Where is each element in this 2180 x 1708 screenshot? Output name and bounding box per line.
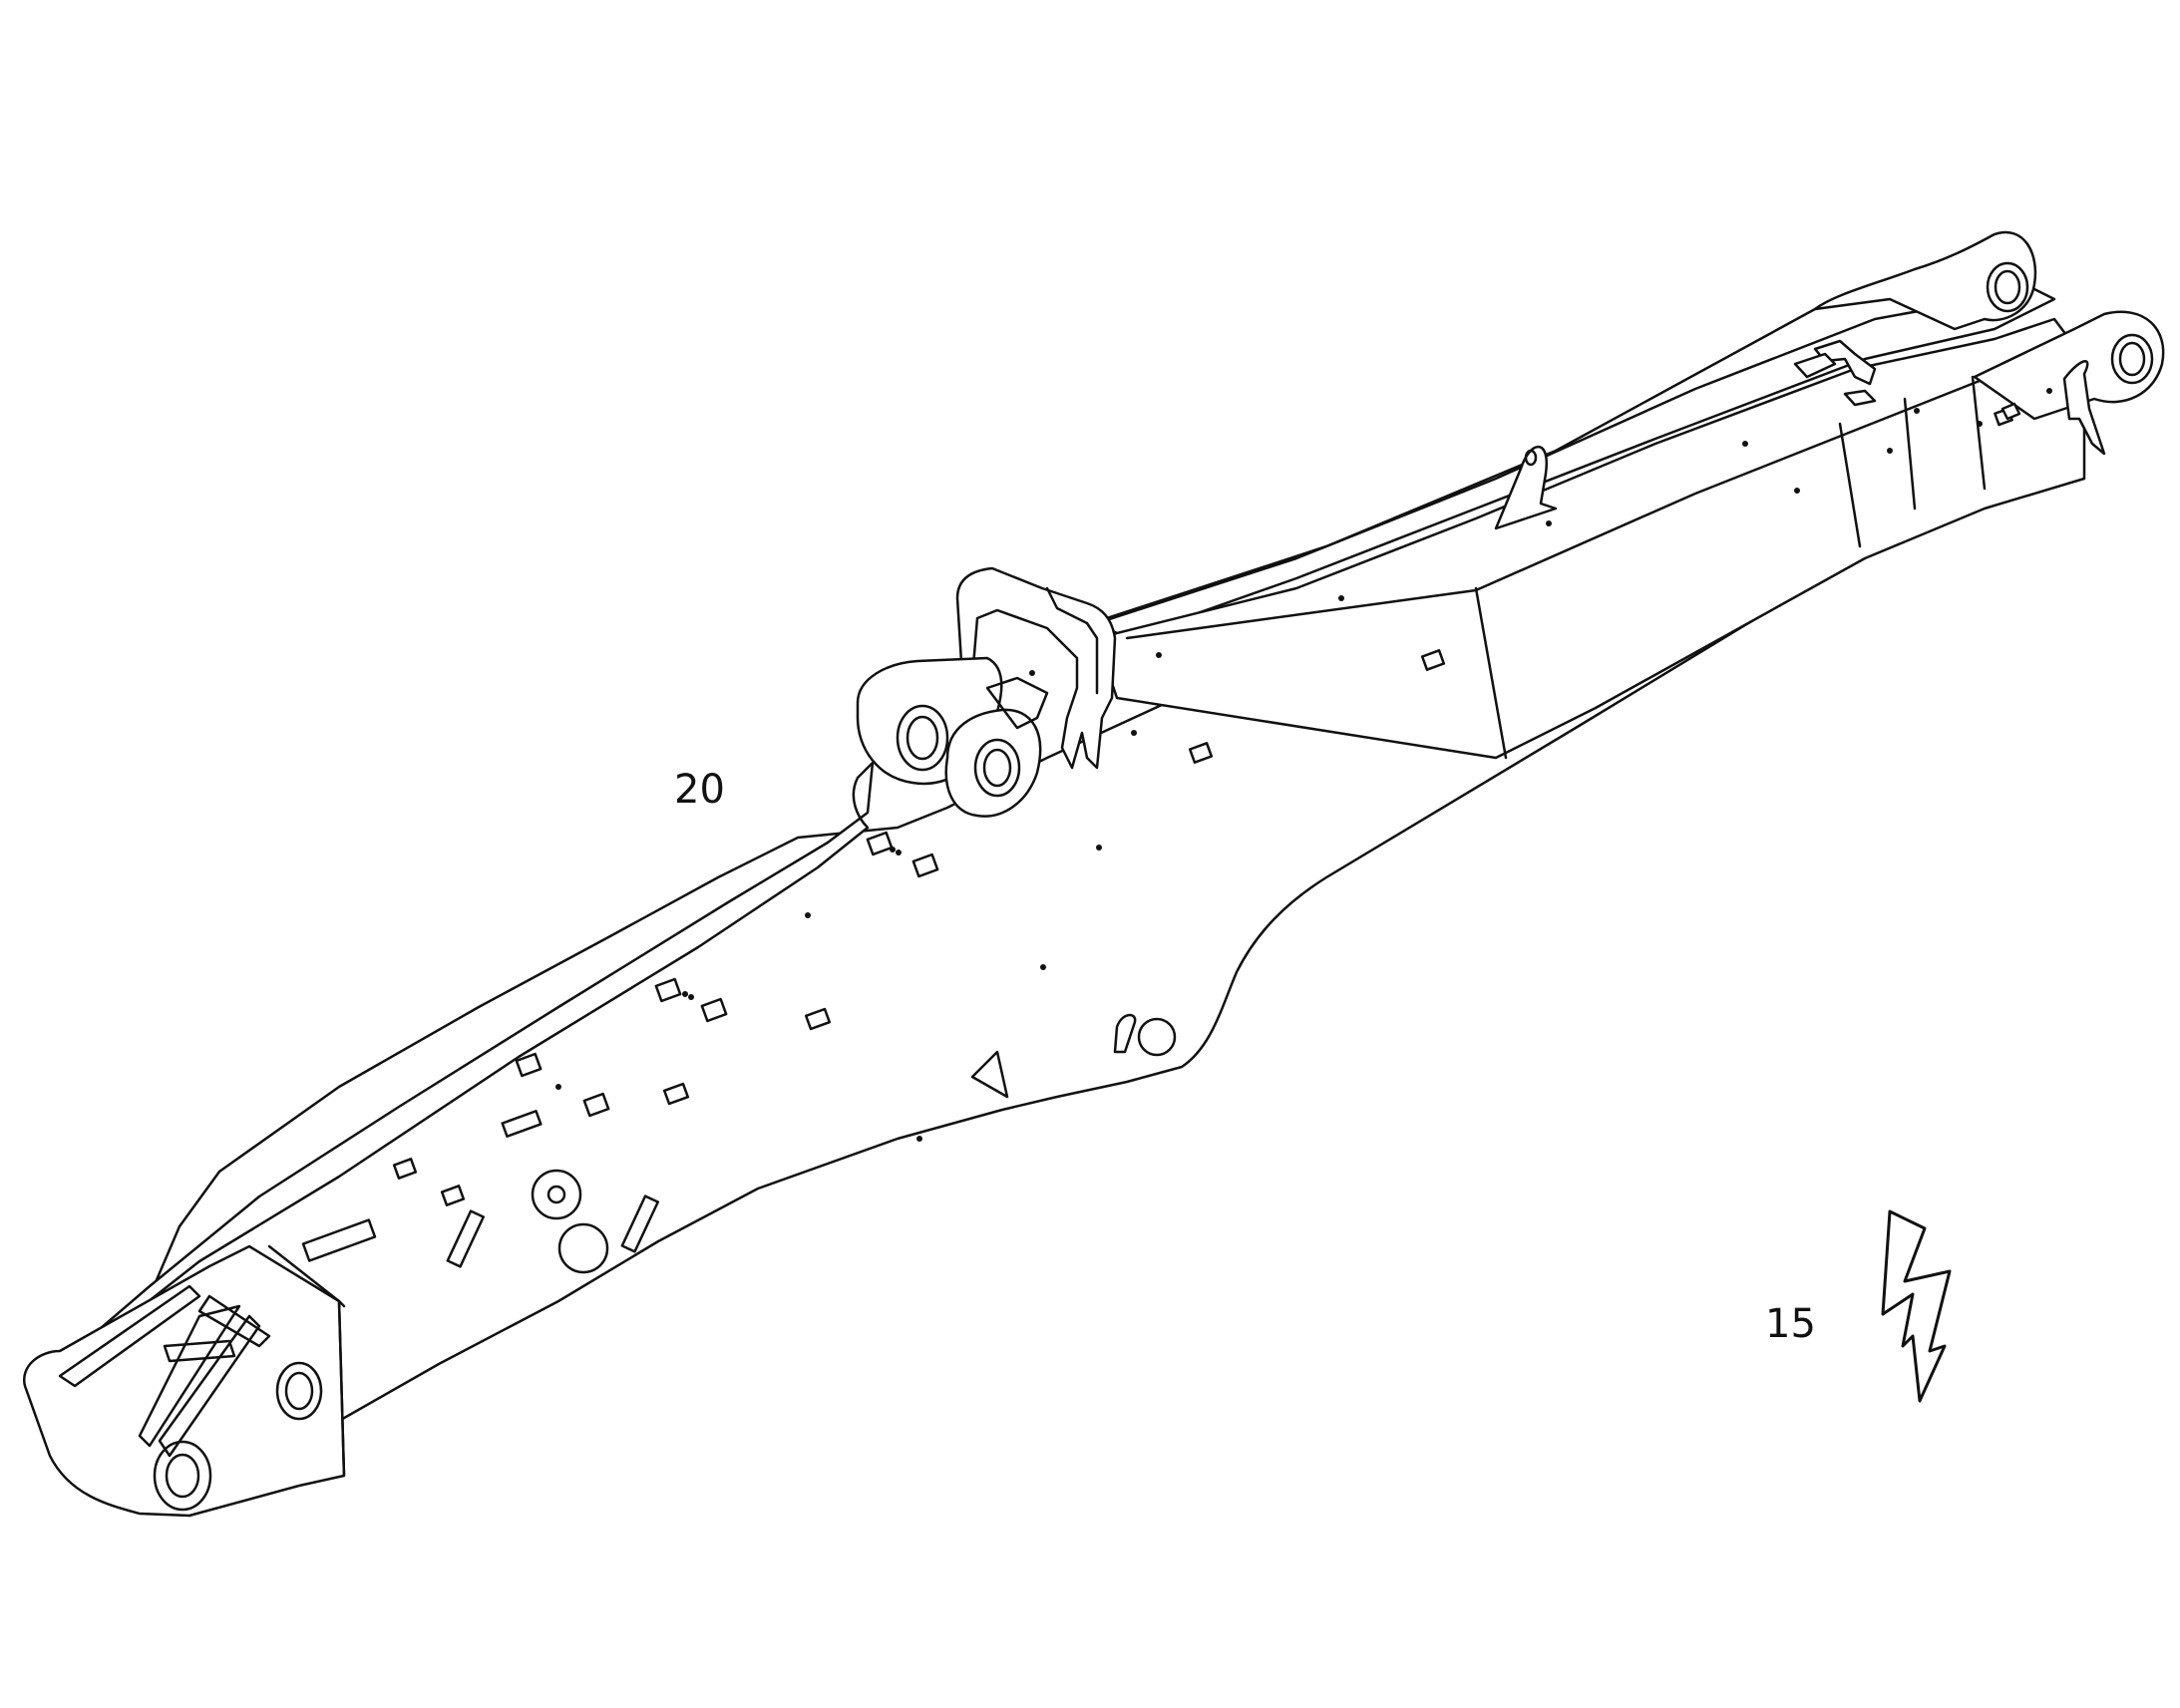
lifting-eye [1494,445,1558,530]
clip-8 [662,1082,690,1106]
callout-warning-part: 15 [1765,1301,1816,1347]
bracket-small-2 [2000,402,2021,421]
foot-pin-hole-lower-inner [165,1453,200,1499]
tip-top-bracket-base [1843,389,1877,407]
clip-6 [700,997,728,1023]
clip-10 [911,853,939,878]
clip-11 [1188,742,1214,764]
boom-top-flange-upper [1095,287,2056,640]
callout-boom-part: 20 [674,767,725,813]
clip-3 [515,1052,543,1078]
clip-7 [804,1007,832,1031]
clip-12 [1420,649,1446,671]
bolt [1887,448,1893,454]
foot-lattice [58,1284,271,1458]
bolt [682,991,688,997]
clip-4 [582,1092,610,1118]
bolt [916,1136,922,1142]
bolt [688,994,694,1000]
hose-clamp [1113,1013,1137,1054]
flange-disk-1-hole [546,1185,566,1204]
bolt [896,850,902,855]
boom-foot [22,1244,346,1518]
triangle-plate [970,1050,1009,1099]
bolts [555,388,2052,1142]
bolt [1546,520,1552,526]
pivot-hole-right [973,738,1021,798]
upper-arm-section-line-2 [1838,422,1862,548]
flange-disk-2 [557,1222,609,1274]
clip-5 [654,977,682,1003]
bolt [1794,488,1800,494]
foot-pin-hole-lower [153,1440,212,1512]
bolt [1338,595,1344,601]
pivot-gusset [985,676,1049,730]
plate-2 [301,1218,377,1262]
tip-pin-hole-upper [1986,261,2029,313]
bolt [2046,388,2052,394]
foot-pin-hole-upper-inner [284,1371,314,1411]
hardware [301,352,2021,1274]
bracket-small [1793,352,1837,379]
pivot-lug-right [944,708,1042,818]
pivot-hole-right-inner [982,748,1012,788]
central-yoke-inner [1045,586,1099,695]
bolt [1040,964,1046,970]
foot-end-flange [267,1244,346,1308]
bolt [1742,441,1748,447]
pivot-hole-left [896,704,949,772]
bolt [890,847,896,853]
tip-pin-hole-upper-inner [1994,269,2021,305]
bolt [1131,730,1137,736]
lifting-eye-hole [1524,449,1538,467]
bolt [805,912,811,918]
bolt [1156,652,1162,658]
bolt [1029,670,1035,676]
plate-1 [501,1110,543,1138]
tip-pin-hole-lower [2110,333,2154,385]
bolt [1977,421,1983,427]
lightning-bolt-icon [1881,1209,1952,1403]
foot-pin-hole-upper [275,1361,323,1421]
bar-2 [620,1195,660,1253]
boom-top-flange-lower [58,761,875,1373]
bar-1 [446,1209,486,1268]
access-hole [1137,1017,1177,1057]
upper-arm-section-line-3 [1903,397,1917,511]
upper-arm-section-line-4 [1971,375,1987,491]
tip-lug-upper [1813,230,2037,331]
pivot-hole-left-inner [906,715,939,761]
tip-pin-hole-lower-inner [2118,341,2146,377]
upper-arm-section-line-1 [1474,586,1508,760]
bolt [555,1084,561,1090]
clip-9 [866,831,894,856]
tip-lug-lower [1973,310,2165,421]
clip-2 [440,1185,466,1206]
foot-section-line [337,1299,346,1478]
bolt [1914,408,1920,414]
clip-1 [392,1158,418,1180]
tip-side-bracket [2062,360,2106,456]
bolt [1096,845,1102,851]
